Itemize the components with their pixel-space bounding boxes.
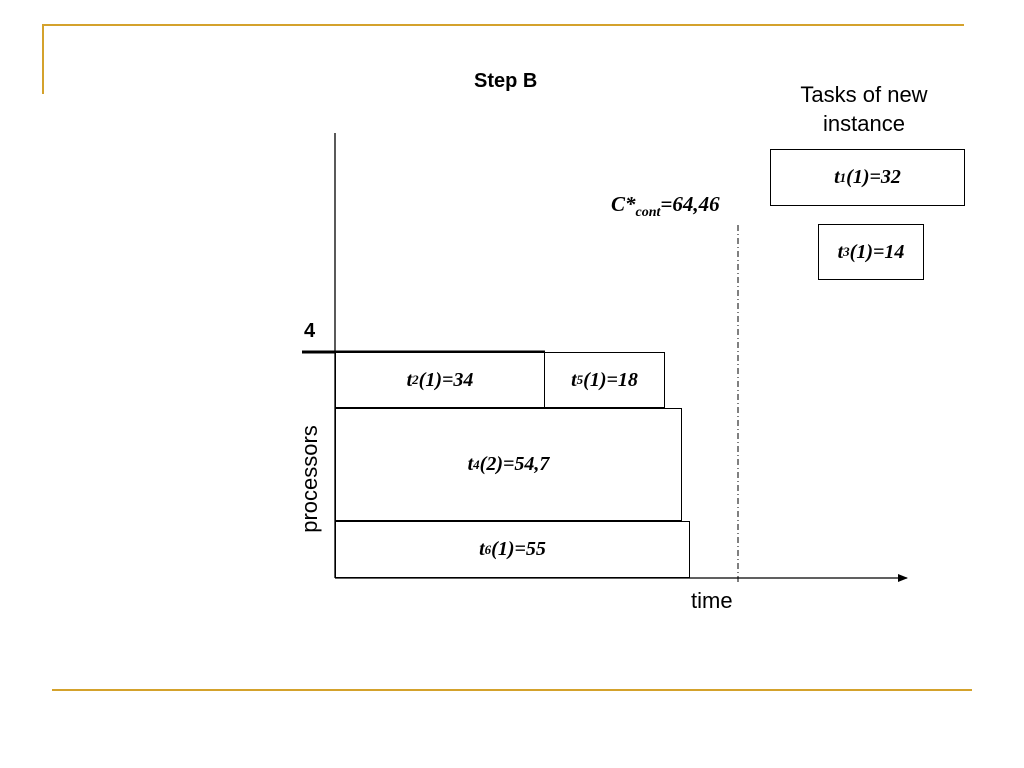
- y-axis-label: processors: [297, 425, 322, 533]
- task-value: (1)=14: [849, 240, 905, 263]
- task-name: t: [571, 368, 577, 391]
- cmax-label: C*cont=64,46: [611, 192, 720, 221]
- task-value: (1)=18: [583, 368, 638, 391]
- task-index: 5: [576, 372, 584, 387]
- task-value: (1)=34: [418, 368, 474, 391]
- task-index: 6: [484, 541, 492, 557]
- processor-limit-label: 4: [304, 320, 316, 342]
- top-rule: [42, 24, 964, 26]
- task-value: (1)=32: [846, 166, 901, 188]
- cmax-sub: cont: [635, 205, 661, 221]
- task-index: 3: [843, 244, 850, 259]
- task-name: t: [834, 166, 840, 188]
- task-name: t: [479, 538, 485, 560]
- task-name: t: [837, 240, 844, 263]
- cmax-main: C*: [611, 192, 636, 216]
- task-value: (1)=55: [491, 538, 546, 560]
- task-index: 4: [473, 456, 480, 472]
- task-name: t: [467, 453, 474, 475]
- bottom-rule: [52, 689, 972, 691]
- slide-title: Step B: [474, 70, 538, 92]
- left-rule: [42, 24, 44, 94]
- x-axis-label: time: [691, 588, 733, 613]
- task-name: t: [406, 368, 413, 391]
- cmax-value: =64,46: [660, 192, 720, 216]
- task-index: 1: [839, 169, 847, 185]
- task-value: (2)=54,7: [479, 453, 550, 475]
- task-index: 2: [412, 372, 419, 387]
- new-instance-label: Tasks of new instance: [800, 82, 928, 136]
